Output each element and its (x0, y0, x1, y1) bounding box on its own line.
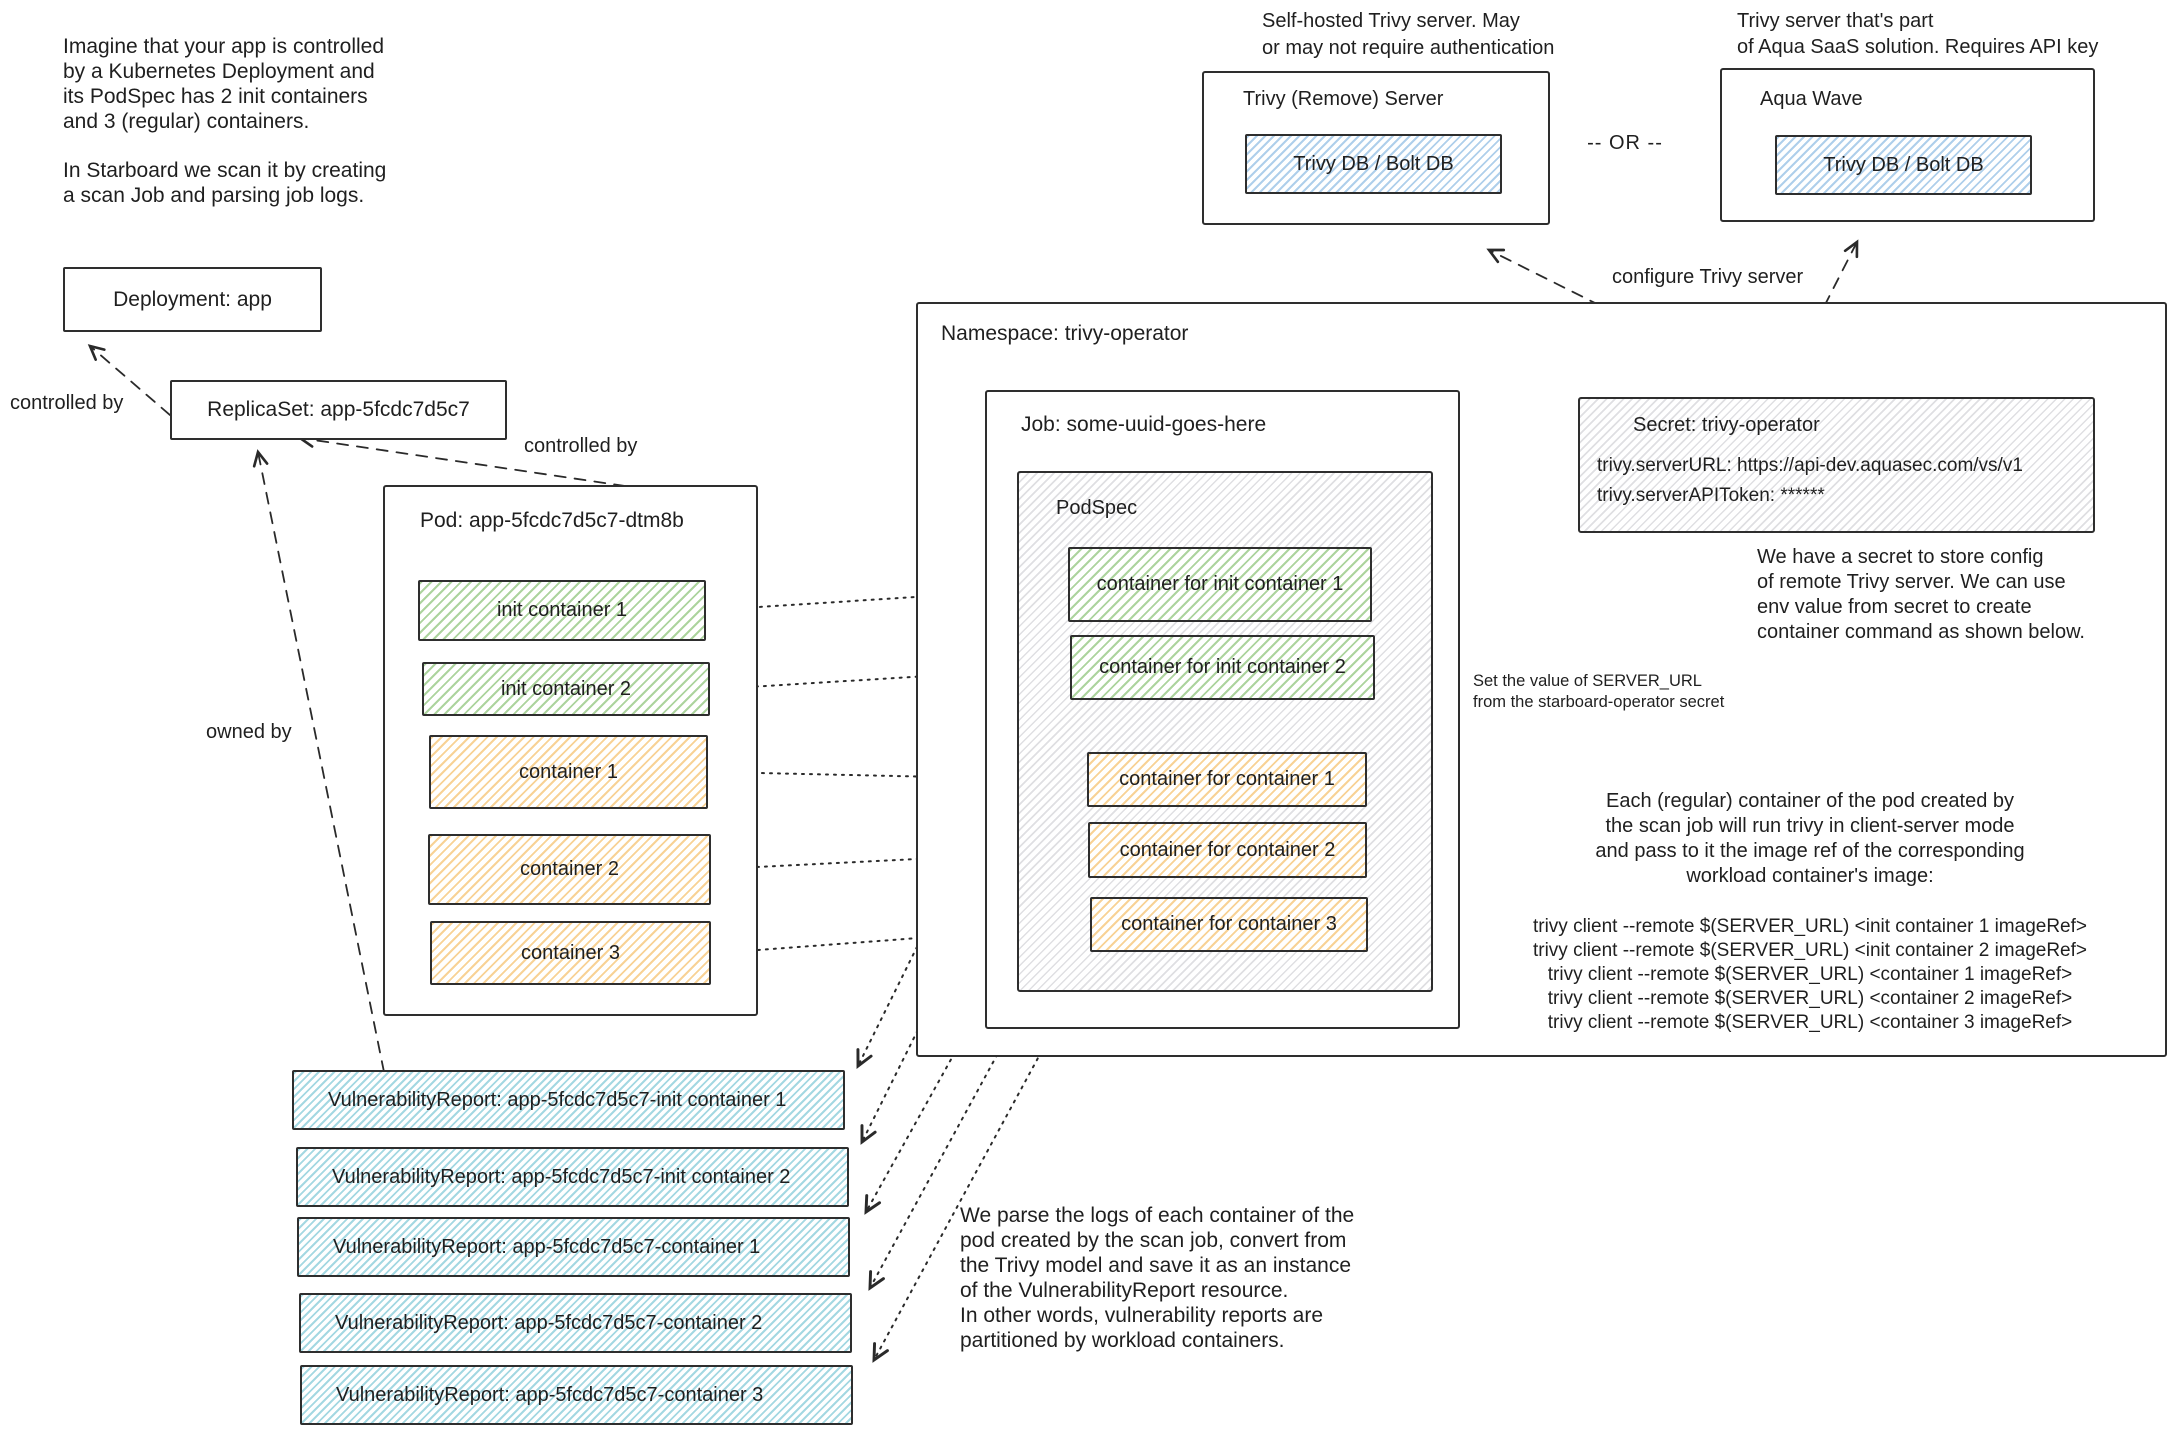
note-line: env value from secret to create (1757, 596, 2032, 618)
podspec-init-container-1-label: container for init container 1 (1096, 573, 1344, 595)
pod-title: Pod: app-5fcdc7d5c7-dtm8b (420, 509, 684, 532)
container-3-label: container 3 (521, 941, 620, 964)
note-line: pod created by the scan job, convert fro… (960, 1229, 1347, 1252)
note-line: Each (regular) container of the pod crea… (1605, 790, 2015, 812)
note-line: of the VulnerabilityReport resource. (960, 1279, 1289, 1302)
command-line: trivy client --remote $(SERVER_URL) <ini… (1532, 940, 2088, 961)
command-line: trivy client --remote $(SERVER_URL) <con… (1547, 988, 2073, 1009)
podspec-init-container-2-label: container for init container 2 (1099, 656, 1346, 678)
note-line: Trivy server that's part (1737, 10, 1934, 32)
trivy-db-label: Trivy DB / Bolt DB (1293, 152, 1454, 175)
container-1-box: container 1 (429, 735, 708, 809)
vulnerability-report-2-label: VulnerabilityReport: app-5fcdc7d5c7-init… (332, 1165, 791, 1188)
note-line: of remote Trivy server. We can use (1757, 571, 2066, 593)
container-1-label: container 1 (519, 760, 618, 783)
trivy-db-label: Trivy DB / Bolt DB (1823, 153, 1984, 176)
secret-entry-server-url: trivy.serverURL: https://api-dev.aquasec… (1597, 455, 2023, 476)
trivy-commands: trivy client --remote $(SERVER_URL) <ini… (1440, 915, 2179, 1035)
vulnerability-report-box-4: VulnerabilityReport: app-5fcdc7d5c7-cont… (299, 1293, 852, 1353)
intro-line: a scan Job and parsing job logs. (63, 184, 365, 207)
owned-by-label: owned by (206, 721, 292, 743)
command-line: trivy client --remote $(SERVER_URL) <con… (1547, 964, 2073, 985)
vulnerability-report-box-5: VulnerabilityReport: app-5fcdc7d5c7-cont… (300, 1365, 853, 1425)
container-2-label: container 2 (520, 858, 619, 880)
self-hosted-note: Self-hosted Trivy server. May or may not… (1262, 8, 1554, 62)
note-line: and pass to it the image ref of the corr… (1595, 840, 2025, 862)
note-line: the scan job will run trivy in client-se… (1605, 815, 2015, 837)
note-line: from the starboard-operator secret (1473, 693, 1725, 711)
container-2-box: container 2 (428, 834, 711, 905)
intro-line: and 3 (regular) containers. (63, 110, 310, 133)
podspec-container-1-label: container for container 1 (1119, 768, 1335, 790)
vulnerability-report-4-label: VulnerabilityReport: app-5fcdc7d5c7-cont… (335, 1311, 763, 1334)
intro-line: its PodSpec has 2 init containers (63, 85, 368, 108)
controlled-by-label-pod: controlled by (524, 435, 638, 457)
init-container-2-label: init container 2 (500, 677, 632, 700)
intro-note: Imagine that your app is controlled by a… (63, 34, 384, 134)
secret-entry-api-token: trivy.serverAPIToken: ****** (1597, 485, 1825, 506)
init-container-2-box: init container 2 (422, 662, 710, 716)
intro-line: Imagine that your app is controlled (63, 35, 385, 58)
job-title: Job: some-uuid-goes-here (1021, 413, 1267, 436)
command-line: trivy client --remote $(SERVER_URL) <ini… (1532, 916, 2088, 937)
secret-usage-note: We have a secret to store config of remo… (1757, 545, 2085, 645)
aqua-saas-note: Trivy server that's part of Aqua SaaS so… (1737, 8, 2098, 60)
init-container-1-label: init container 1 (496, 599, 628, 621)
vulnerability-report-box-3: VulnerabilityReport: app-5fcdc7d5c7-cont… (297, 1217, 850, 1277)
note-line: We parse the logs of each container of t… (960, 1204, 1355, 1227)
vulnerability-report-1-label: VulnerabilityReport: app-5fcdc7d5c7-init… (328, 1088, 787, 1111)
aqua-wave-db-box: Trivy DB / Bolt DB (1775, 135, 2032, 195)
namespace-title: Namespace: trivy-operator (941, 322, 1189, 345)
replicaset-box: ReplicaSet: app-5fcdc7d5c7 (170, 380, 507, 440)
replicaset-label: ReplicaSet: app-5fcdc7d5c7 (207, 398, 470, 421)
vulnerability-report-box-2: VulnerabilityReport: app-5fcdc7d5c7-init… (296, 1147, 849, 1207)
aqua-wave-title: Aqua Wave (1760, 88, 1863, 110)
podspec-container-1-box: container for container 1 (1087, 752, 1367, 807)
init-container-1-box: init container 1 (418, 580, 706, 641)
vulnerability-report-box-1: VulnerabilityReport: app-5fcdc7d5c7-init… (292, 1070, 845, 1130)
arrow-report-to-replicaset (252, 449, 385, 1073)
note-line: In other words, vulnerability reports ar… (960, 1304, 1323, 1327)
podspec-container-3-box: container for container 3 (1090, 897, 1368, 952)
deployment-label: Deployment: app (113, 287, 272, 311)
intro-line: by a Kubernetes Deployment and (63, 60, 375, 83)
command-line: trivy client --remote $(SERVER_URL) <con… (1547, 1012, 2073, 1033)
podspec-container-3-label: container for container 3 (1121, 913, 1337, 935)
note-line: or may not require authentication (1262, 37, 1555, 59)
intro-note-2: In Starboard we scan it by creating a sc… (63, 158, 386, 208)
controlled-by-label-left: controlled by (10, 392, 124, 414)
deployment-box: Deployment: app (63, 267, 322, 332)
note-line: of Aqua SaaS solution. Requires API key (1737, 36, 2099, 58)
server-url-note: Set the value of SERVER_URL from the sta… (1473, 671, 1724, 713)
note-line: partitioned by workload containers. (960, 1329, 1285, 1352)
configure-trivy-label: configure Trivy server (1612, 266, 1804, 288)
parse-logs-note: We parse the logs of each container of t… (960, 1203, 1354, 1353)
note-line: We have a secret to store config (1757, 546, 2044, 568)
note-line: the Trivy model and save it as an instan… (960, 1254, 1352, 1277)
secret-title: Secret: trivy-operator (1633, 414, 1820, 436)
trivy-server-db-box: Trivy DB / Bolt DB (1245, 134, 1502, 194)
podspec-init-container-1-box: container for init container 1 (1068, 547, 1372, 622)
note-line: Set the value of SERVER_URL (1473, 672, 1702, 690)
podspec-container-2-box: container for container 2 (1088, 822, 1367, 878)
podspec-title: PodSpec (1056, 497, 1138, 519)
container-3-box: container 3 (430, 921, 711, 985)
or-divider: -- OR -- (1587, 132, 1663, 154)
trivy-server-title: Trivy (Remove) Server (1243, 88, 1444, 110)
vulnerability-report-3-label: VulnerabilityReport: app-5fcdc7d5c7-cont… (333, 1235, 761, 1258)
intro-line: In Starboard we scan it by creating (63, 159, 387, 182)
scan-mode-note: Each (regular) container of the pod crea… (1460, 789, 2160, 889)
podspec-init-container-2-box: container for init container 2 (1070, 635, 1375, 700)
secret-box (1578, 397, 2095, 533)
vulnerability-report-5-label: VulnerabilityReport: app-5fcdc7d5c7-cont… (336, 1383, 764, 1406)
podspec-container-2-label: container for container 2 (1119, 838, 1336, 861)
note-line: workload container's image: (1686, 865, 1934, 887)
note-line: Self-hosted Trivy server. May (1262, 10, 1520, 32)
note-line: container command as shown below. (1757, 621, 2085, 643)
